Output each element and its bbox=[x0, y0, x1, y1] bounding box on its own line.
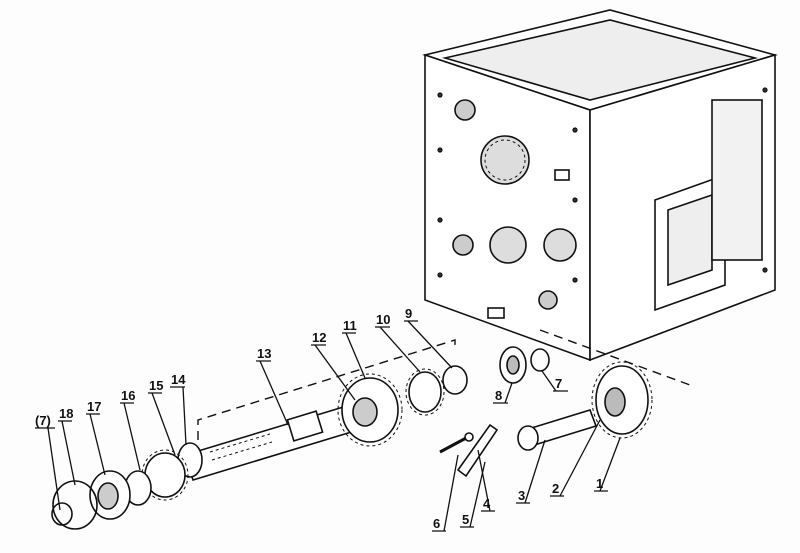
callout-3: 3 bbox=[518, 488, 525, 503]
callout-11: 11 bbox=[343, 318, 357, 333]
callouts: (7) 18 17 16 15 14 13 12 11 10 9 8 7 6 5… bbox=[35, 306, 621, 532]
callout-12: 12 bbox=[312, 330, 326, 345]
callout-13: 13 bbox=[257, 346, 271, 361]
small-parts bbox=[439, 346, 653, 478]
ring-9 bbox=[442, 365, 468, 395]
callout-2: 2 bbox=[552, 481, 559, 496]
callout-6: 6 bbox=[433, 516, 440, 531]
callout-4: 4 bbox=[483, 496, 491, 511]
callout-1: 1 bbox=[596, 476, 603, 491]
axis-line-gear bbox=[539, 329, 691, 386]
callout-15: 15 bbox=[149, 378, 163, 393]
ring-7-left bbox=[51, 502, 73, 526]
callout-18: 18 bbox=[59, 406, 73, 421]
callout-5: 5 bbox=[462, 512, 469, 527]
gearbox-housing bbox=[422, 9, 778, 362]
gear-10 bbox=[408, 371, 442, 413]
callout-7-left: (7) bbox=[35, 413, 51, 428]
bolt-6 bbox=[439, 435, 469, 454]
ring-18 bbox=[52, 480, 98, 530]
callout-8: 8 bbox=[495, 388, 502, 403]
callout-17: 17 bbox=[87, 399, 101, 414]
main-shaft-assembly bbox=[51, 365, 468, 530]
callout-10: 10 bbox=[376, 312, 390, 327]
callout-7: 7 bbox=[555, 376, 562, 391]
callout-16: 16 bbox=[121, 388, 135, 403]
axis-line-main bbox=[197, 339, 456, 440]
ring-7 bbox=[530, 348, 550, 372]
callout-9: 9 bbox=[405, 306, 412, 321]
callout-14: 14 bbox=[171, 372, 186, 387]
